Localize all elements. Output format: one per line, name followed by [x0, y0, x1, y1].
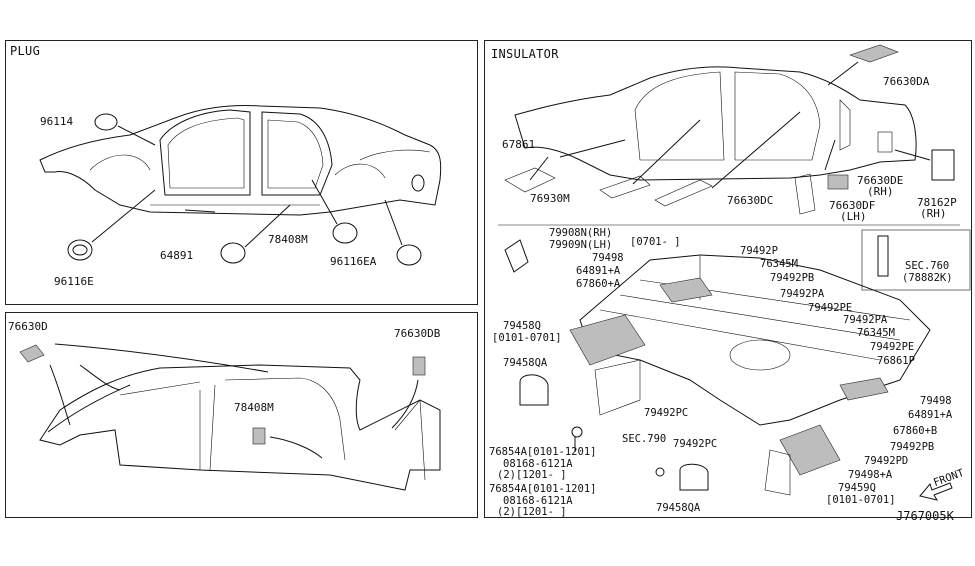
plug-panel-frame: [5, 40, 478, 305]
insulator-label-76630df-side: (LH): [840, 210, 867, 223]
insulator-label-76630de-side: (RH): [867, 185, 894, 198]
floor-label-08168-lower: 08168-6121A: [503, 495, 573, 507]
pillar-panel-frame: [5, 312, 478, 518]
plug-label-96114: 96114: [40, 115, 74, 128]
floor-label-79492pc-lower: 79492PC: [673, 438, 718, 450]
floor-label-76854a-lower: 76854A[0101-1201]: [489, 483, 597, 495]
floor-label-79909n: 79909N(LH): [549, 239, 613, 251]
floor-label-sec790: SEC.790: [622, 433, 667, 445]
floor-label-64891a-left: 64891+A: [576, 265, 621, 277]
insulator-leader-arrows: [529, 61, 931, 189]
floor-label-79492p: 79492P: [740, 245, 778, 257]
floor-label-08168-upper: 08168-6121A: [503, 458, 573, 470]
floor-insulator-pads: [569, 277, 889, 476]
insulator-parts: [504, 44, 955, 215]
floor-label-79492pb-lower: 79492PB: [890, 441, 935, 453]
floor-label-79458q-range: [0101-0701]: [492, 332, 562, 344]
pillar-label-78408m: 78408M: [234, 401, 274, 414]
diagram-code: J767005K: [896, 509, 954, 523]
floor-label-79458qa-upper: 79458QA: [503, 357, 548, 369]
insulator-label-76630df: 76630DF: [829, 199, 876, 212]
floor-label-67860b: 67860+B: [893, 425, 938, 437]
floor-label-79459q-range: [0101-0701]: [826, 494, 896, 506]
floor-label-79492pa-upper: 79492PA: [780, 288, 825, 300]
floor-label-79498-right: 79498: [920, 395, 952, 407]
floor-label-64891a-right: 64891+A: [908, 409, 953, 421]
front-arrow: [919, 482, 953, 501]
plug-panel-title: PLUG: [10, 44, 41, 58]
insulator-label-76630da: 76630DA: [883, 75, 930, 88]
insulator-label-78162p-side: (RH): [920, 207, 947, 220]
plug-body-side-outline: [39, 105, 442, 216]
sec760-inset-box: [861, 229, 971, 291]
pillar-label-76630d: 76630D: [8, 320, 48, 333]
floor-label-79492pc-upper: 79492PC: [644, 407, 689, 419]
floor-label-76861p: 76861P: [877, 355, 915, 367]
floor-label-79458q: 79458Q: [503, 320, 541, 332]
plug-caps: [67, 113, 422, 266]
plug-leader-arrows: [91, 125, 403, 248]
plug-label-96116ea: 96116EA: [330, 255, 377, 268]
insulator-label-76630dc: 76630DC: [727, 194, 774, 207]
floor-label-76345m-upper: 76345M: [760, 258, 798, 270]
floor-label-0701: [0701- ]: [630, 236, 681, 248]
floor-label-79498-left: 79498: [592, 252, 624, 264]
floor-label-79492pb-upper: 79492PB: [770, 272, 815, 284]
floor-label-79492pe-upper: 79492PE: [808, 302, 853, 314]
floor-label-79492pd: 79492PD: [864, 455, 909, 467]
floor-label-79492pe-lower: 79492PE: [870, 341, 915, 353]
floor-label-67860a: 67860+A: [576, 278, 621, 290]
floor-label-79459q: 79459Q: [838, 482, 876, 494]
plug-label-78408m: 78408M: [268, 233, 308, 246]
insulator-label-67861: 67861: [502, 138, 536, 151]
plug-label-96116e: 96116E: [54, 275, 94, 288]
sec760-label: SEC.760: [905, 260, 950, 272]
floor-side-parts: [504, 235, 889, 496]
sec760-part-label: (78882K): [902, 272, 953, 284]
floor-label-qty-lower: (2)[1201- ]: [497, 506, 567, 518]
insulator-panel-frame: [484, 40, 972, 518]
pillar-leader-arrows: [49, 343, 419, 459]
insulator-label-76630de: 76630DE: [857, 174, 904, 187]
floor-label-76345m-lower: 76345M: [857, 327, 895, 339]
floor-label-79908n: 79908N(RH): [549, 227, 613, 239]
insulator-body-outline: [514, 66, 917, 181]
floor-label-76854a-upper: 76854A[0101-1201]: [489, 446, 597, 458]
plug-label-64891: 64891: [160, 249, 194, 262]
insulator-panel-title: INSULATOR: [491, 47, 559, 61]
floor-label-79492pa-lower: 79492PA: [843, 314, 888, 326]
floor-label-79498a: 79498+A: [848, 469, 893, 481]
insulator-label-76930m: 76930M: [530, 192, 570, 205]
pillar-insulator-pads: [19, 344, 426, 445]
pillar-label-76630db: 76630DB: [394, 327, 441, 340]
pillar-body-outline: [39, 364, 441, 491]
insulator-label-78162p: 78162P: [917, 196, 957, 209]
floor-label-79458qa-lower: 79458QA: [656, 502, 701, 514]
floor-label-qty-upper: (2)[1201- ]: [497, 469, 567, 481]
